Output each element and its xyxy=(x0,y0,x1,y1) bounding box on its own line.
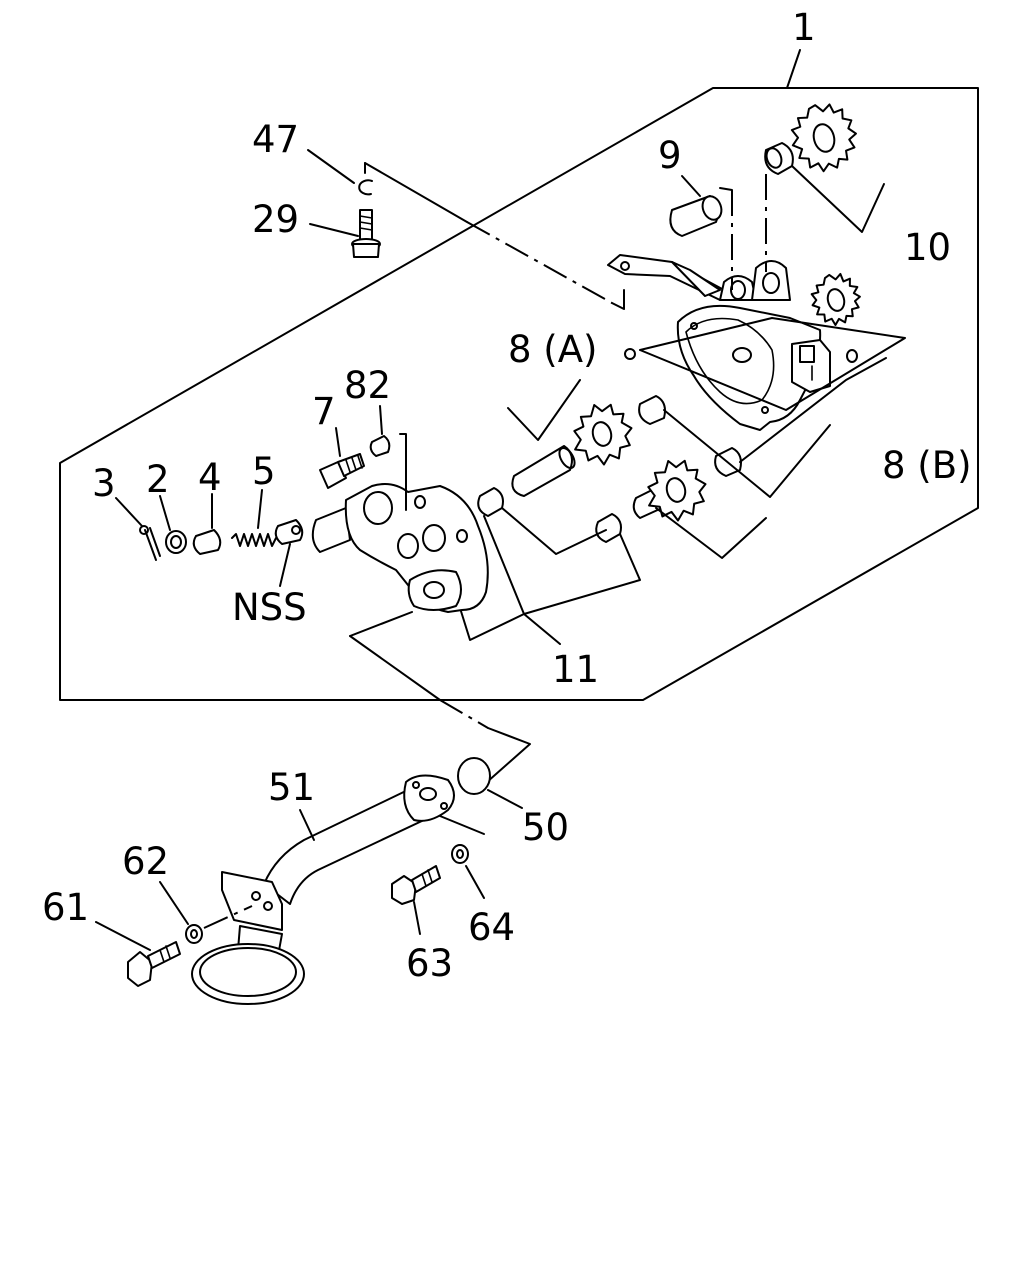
label-61: 61 xyxy=(42,886,89,929)
label-1: 1 xyxy=(792,6,816,49)
label-10: 10 xyxy=(904,226,951,269)
part-2-nut xyxy=(159,495,187,554)
label-2: 2 xyxy=(146,458,170,501)
label-8a: 8 (A) xyxy=(508,328,597,371)
part-51-strainer-tube xyxy=(191,774,485,1005)
label-47: 47 xyxy=(252,118,299,161)
bolt-29 xyxy=(309,209,381,258)
washer-64 xyxy=(451,844,485,899)
part-3-cotter-pin xyxy=(115,497,161,561)
label-nss: NSS xyxy=(232,586,307,629)
label-8b: 8 (B) xyxy=(882,444,972,487)
label-7: 7 xyxy=(312,390,336,433)
part-82 xyxy=(369,405,391,457)
label-64: 64 xyxy=(468,906,515,949)
leader-bolt-to-body xyxy=(364,162,625,310)
part-50-o-ring xyxy=(457,757,523,809)
pump-cover xyxy=(311,433,489,613)
pump-body xyxy=(607,254,906,431)
label-9: 9 xyxy=(658,134,682,177)
label-3: 3 xyxy=(92,462,116,505)
label-82: 82 xyxy=(344,364,391,407)
label-62: 62 xyxy=(122,840,169,883)
label-50: 50 xyxy=(522,806,569,849)
label-51: 51 xyxy=(268,766,315,809)
part-4-plunger xyxy=(192,493,222,555)
bolt-61 xyxy=(95,921,181,987)
leader-cover-to-tube xyxy=(349,611,531,791)
bolt-7 xyxy=(319,427,365,489)
clip-47 xyxy=(307,149,373,196)
assembly-outline xyxy=(59,49,979,701)
part-10-gear xyxy=(764,103,885,272)
part-labels: 1 47 29 9 10 8 (A) 82 7 3 2 4 5 NSS 8 (B… xyxy=(42,6,972,985)
part-5-spring xyxy=(231,489,277,547)
part-9-cylinder xyxy=(669,175,733,290)
part-11-bushings xyxy=(459,487,641,645)
part-8a-shaft-gear xyxy=(507,379,767,559)
bolt-63 xyxy=(391,865,441,935)
label-63: 63 xyxy=(406,942,453,985)
label-5: 5 xyxy=(252,450,276,493)
label-11: 11 xyxy=(552,648,599,691)
part-8b-gear xyxy=(624,272,887,498)
label-4: 4 xyxy=(198,456,222,499)
part-nss xyxy=(274,519,304,587)
label-29: 29 xyxy=(252,198,299,241)
washer-62 xyxy=(159,881,253,944)
